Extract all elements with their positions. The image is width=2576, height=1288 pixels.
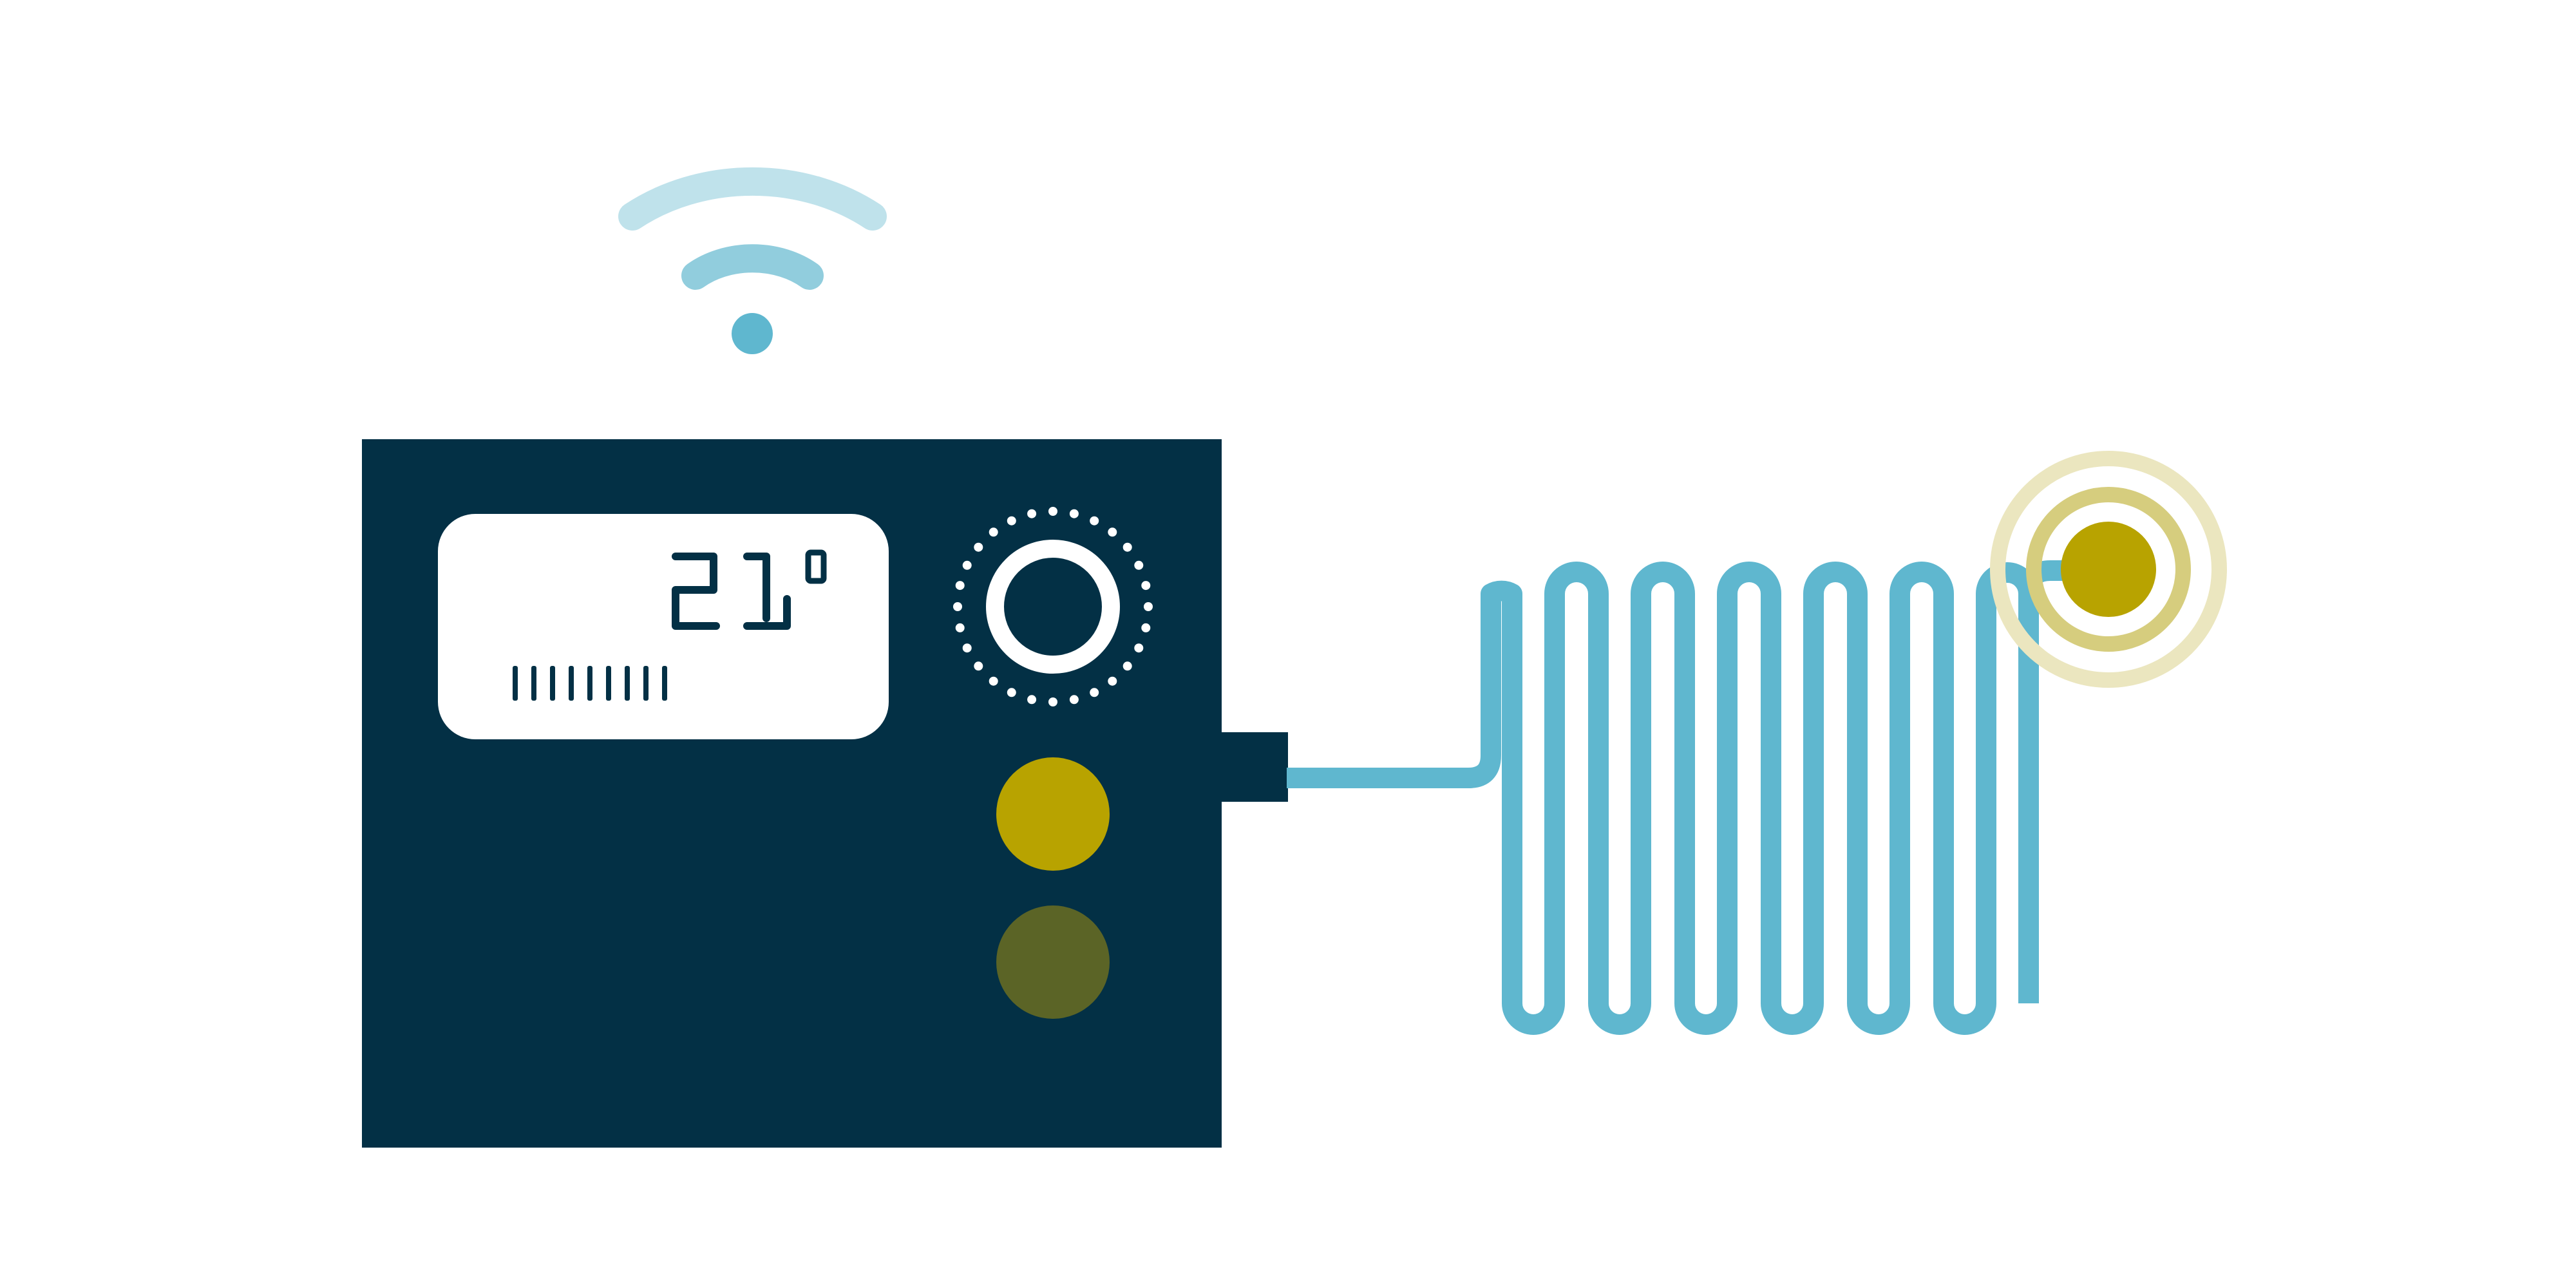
dial-dot (1007, 688, 1016, 697)
digit-1 (743, 553, 791, 630)
dial-dot (1144, 602, 1153, 611)
sensor-ring-inner (2026, 487, 2191, 652)
dial-dot (974, 661, 983, 671)
display-bar (643, 666, 649, 701)
dial-dot (1090, 688, 1099, 697)
wifi-arc-outer (618, 167, 887, 231)
wifi-dot (732, 313, 773, 354)
dial-icon[interactable] (953, 507, 1153, 706)
dial-dot (962, 560, 972, 570)
dial-dot (1069, 695, 1079, 705)
display-bar (569, 666, 574, 701)
display-bar (531, 666, 536, 701)
display-level-bars (513, 666, 667, 701)
dial-dot-ring (953, 507, 1153, 706)
dial-dot (1141, 581, 1151, 591)
dial-dot (1108, 676, 1117, 686)
dial-dot (1007, 516, 1016, 526)
wifi-icon (618, 167, 887, 354)
dial-dot (1122, 542, 1132, 552)
degree-mark (805, 549, 827, 584)
active-indicator (996, 757, 1110, 871)
dial-dot (962, 643, 972, 653)
dial-dot (953, 602, 962, 611)
sensor-ring-outer (1990, 451, 2227, 688)
floor-heating-pipe (1287, 560, 2087, 1035)
dial-outer-ring (986, 540, 1120, 674)
dial-dot (989, 527, 998, 537)
dial-dot (1134, 560, 1144, 570)
sensor-core (2061, 522, 2156, 617)
dial-dot (1048, 697, 1057, 706)
dial-dot (955, 581, 965, 591)
dial-dot (1141, 623, 1151, 632)
dial-dot (1048, 507, 1057, 516)
inactive-indicator (996, 905, 1110, 1019)
dial-dot (1027, 509, 1037, 518)
dial-dot (1108, 527, 1117, 537)
dial-dot (955, 623, 965, 632)
dial-dot (1090, 516, 1099, 526)
display-bar (550, 666, 555, 701)
wifi-arc-inner (681, 244, 824, 290)
dial-dot (1069, 509, 1079, 518)
sensor-icon (1990, 451, 2227, 688)
digit-2 (672, 553, 720, 630)
display-bar (606, 666, 611, 701)
display-bar (662, 666, 667, 701)
pipe-connector (1217, 732, 1288, 802)
display-bar (587, 666, 592, 701)
display-bar (513, 666, 518, 701)
display-bar (625, 666, 630, 701)
dial-dot (1122, 661, 1132, 671)
display-screen (438, 514, 889, 739)
temperature-readout (672, 549, 827, 630)
dial-dot (1134, 643, 1144, 653)
dial-dot (974, 542, 983, 552)
dial-dot (989, 676, 998, 686)
dial-dot (1027, 695, 1037, 705)
